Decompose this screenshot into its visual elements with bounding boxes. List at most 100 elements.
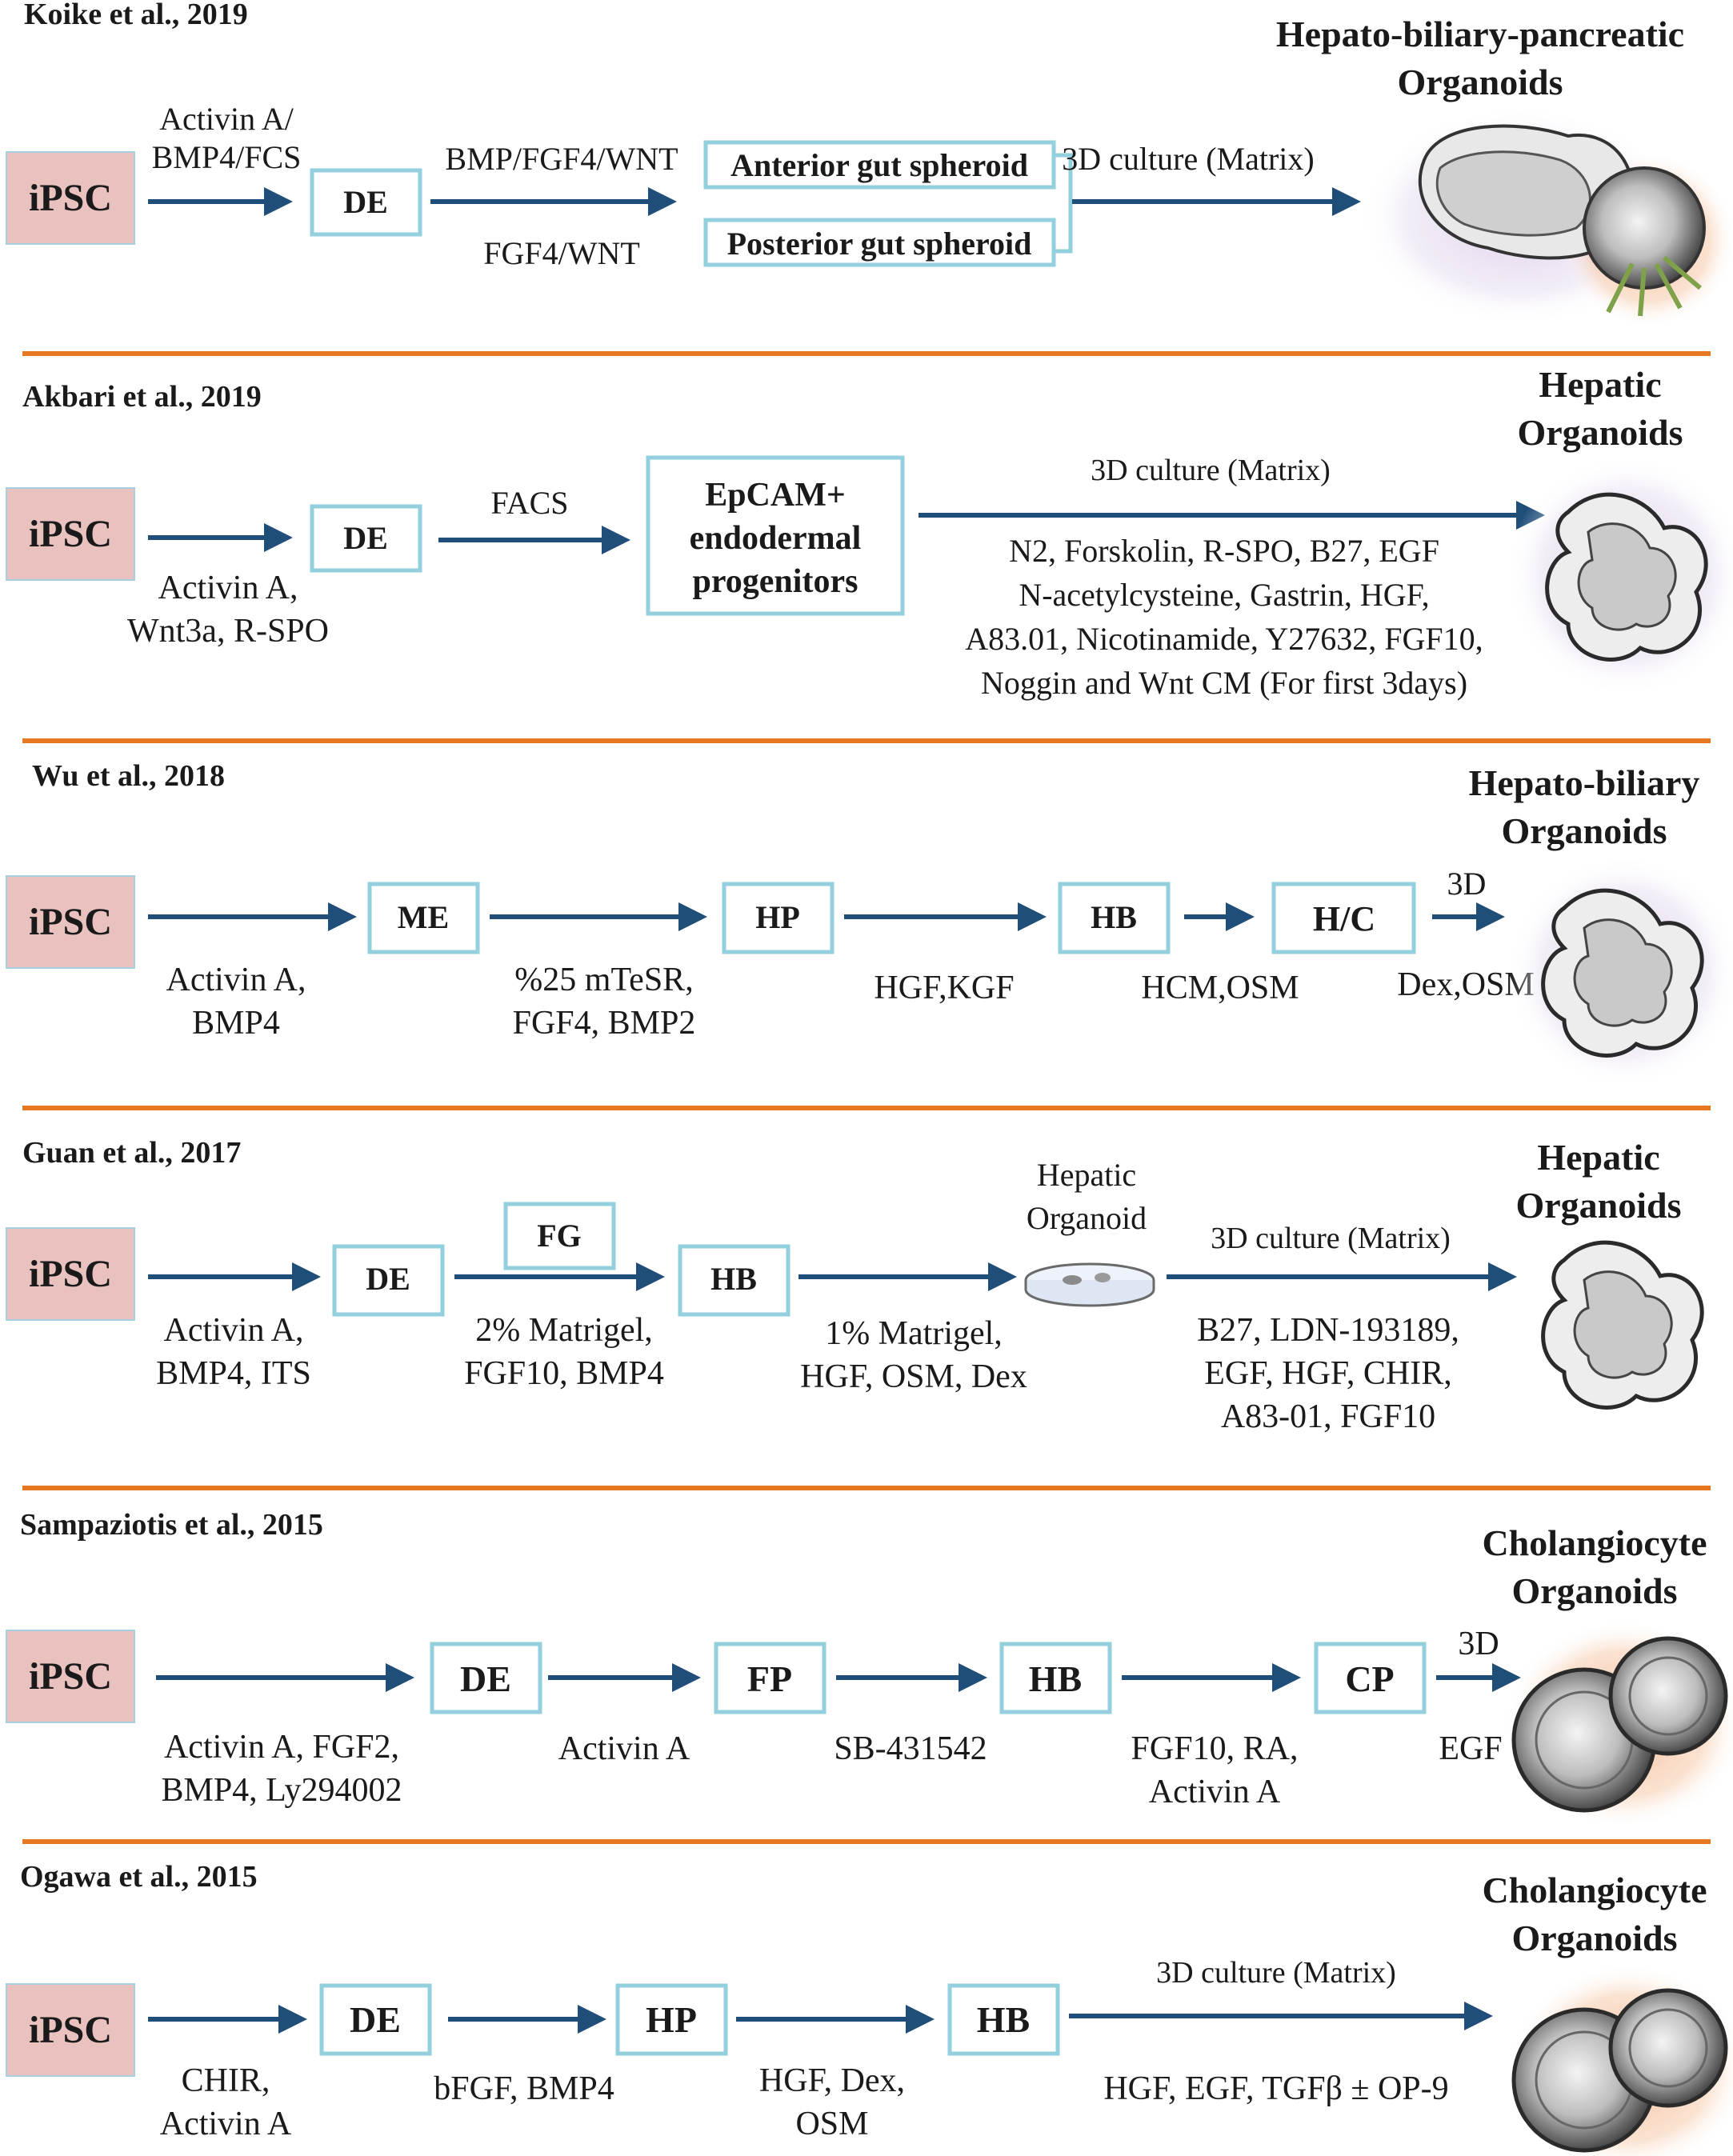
- row-wu: Wu et al., 2018 Hepato-biliary Organoids…: [6, 759, 1733, 1088]
- condition-label: A83-01, FGF10: [1221, 1398, 1435, 1435]
- condition-label: Activin A, FGF2,: [164, 1729, 399, 1766]
- stage-box: [999, 1642, 1112, 1714]
- stage-label: HB: [1029, 1658, 1082, 1699]
- condition-label: BMP4: [192, 1005, 280, 1042]
- result-title-line-2: Organoids: [1511, 1570, 1677, 1611]
- ipsc-label: iPSC: [29, 177, 112, 219]
- condition-label: Noggin and Wnt CM (For first 3days): [981, 665, 1467, 701]
- organoid-illustration: [1508, 1964, 1733, 2156]
- ipsc-label: iPSC: [29, 1253, 112, 1295]
- citation: Ogawa et al., 2015: [20, 1860, 258, 1894]
- condition-label: N-acetylcysteine, Gastrin, HGF,: [1019, 577, 1429, 613]
- condition-label: EGF, HGF, CHIR,: [1204, 1355, 1451, 1392]
- condition-label: Activin A: [558, 1730, 690, 1767]
- condition-label: FGF4/WNT: [483, 235, 640, 271]
- stage-box: [722, 882, 834, 954]
- stage-box: [1314, 1642, 1427, 1714]
- result-title-line-1: Hepato-biliary-pancreatic: [1276, 14, 1684, 54]
- condition-label: A83.01, Nicotinamide, Y27632, FGF10,: [965, 621, 1483, 657]
- condition-label: Hepatic: [1037, 1157, 1136, 1193]
- stage-box: [503, 1202, 616, 1270]
- result-title-line-2: Organoids: [1501, 810, 1667, 851]
- stage-box: [678, 1244, 790, 1317]
- result-title-line-2: Organoids: [1517, 412, 1683, 453]
- condition-label: %25 mTeSR,: [514, 962, 693, 998]
- citation: Sampaziotis et al., 2015: [20, 1508, 323, 1542]
- condition-label: SB-431542: [834, 1730, 987, 1767]
- stage-label: CP: [1345, 1658, 1394, 1699]
- stage-box: [646, 455, 905, 616]
- stage-box: [615, 1983, 728, 2056]
- result-title-line-2: Organoids: [1511, 1918, 1677, 1958]
- row-akbari: Akbari et al., 2019 Hepatic Organoids iP…: [6, 364, 1733, 701]
- stage-box: [947, 1983, 1060, 2056]
- stage-label: EpCAM+: [705, 477, 846, 514]
- condition-label: FGF10, BMP4: [464, 1355, 664, 1392]
- row-sampaziotis: Sampaziotis et al., 2015 Cholangiocyte O…: [6, 1508, 1733, 1828]
- stage-label: DE: [366, 1261, 410, 1297]
- condition-label: Activin A,: [166, 962, 306, 998]
- condition-label: 3D culture (Matrix): [1156, 1956, 1396, 1990]
- organoid-illustration: [1541, 1240, 1704, 1410]
- condition-label: N2, Forskolin, R-SPO, B27, EGF: [1009, 533, 1439, 569]
- stage-box: [1058, 882, 1171, 954]
- row-koike: Koike et al., 2019 Hepato-biliary-pancre…: [6, 0, 1733, 328]
- citation: Akbari et al., 2019: [22, 380, 262, 414]
- stage-label: HB: [710, 1261, 757, 1297]
- ipsc-label: iPSC: [29, 513, 112, 555]
- stage-box: [310, 504, 422, 573]
- result-title-line-2: Organoids: [1515, 1185, 1681, 1226]
- stage-label: DE: [343, 184, 388, 220]
- organoid-illustration: [1508, 856, 1733, 1088]
- result-title-line-1: Hepatic: [1537, 1137, 1659, 1178]
- citation: Koike et al., 2019: [24, 0, 248, 31]
- stage-box: [1271, 882, 1416, 954]
- stage-label: Posterior gut spheroid: [727, 226, 1032, 262]
- row-guan: Guan et al., 2017 Hepatic Organoids iPSC…: [6, 1136, 1704, 1435]
- stage-label: Anterior gut spheroid: [730, 147, 1028, 183]
- ipsc-box: [6, 151, 135, 245]
- result-title-line-1: Cholangiocyte: [1482, 1522, 1707, 1563]
- condition-label: B27, LDN-193189,: [1197, 1312, 1459, 1349]
- citation: Guan et al., 2017: [22, 1136, 241, 1170]
- stage-label: DE: [343, 520, 388, 556]
- condition-label: FACS: [490, 485, 568, 521]
- stage-label: DE: [350, 1999, 401, 2040]
- stage-box: [319, 1983, 432, 2056]
- condition-label: 3D culture (Matrix): [1062, 141, 1314, 177]
- condition-label: HGF, OSM, Dex: [800, 1358, 1027, 1395]
- stage-label: endodermal: [690, 520, 862, 557]
- condition-label: Activin A: [1149, 1774, 1281, 1810]
- condition-label: BMP/FGF4/WNT: [445, 141, 678, 177]
- stage-box: [714, 1642, 826, 1714]
- condition-label: 3D culture (Matrix): [1211, 1222, 1451, 1255]
- condition-label: BMP4, ITS: [156, 1355, 311, 1392]
- stage-label: H/C: [1313, 899, 1375, 938]
- result-title-line-2: Organoids: [1397, 62, 1563, 102]
- condition-label: FGF10, RA,: [1131, 1730, 1299, 1767]
- stage-label: HP: [646, 1999, 697, 2040]
- stage-label: HP: [755, 899, 800, 935]
- ipsc-label: iPSC: [29, 2009, 112, 2051]
- row-ogawa: Ogawa et al., 2015 Cholangiocyte Organoi…: [6, 1860, 1733, 2156]
- stage-box: [430, 1642, 542, 1714]
- condition-label: 3D: [1458, 1626, 1499, 1662]
- result-title-line-1: Cholangiocyte: [1482, 1870, 1707, 1910]
- condition-label: 3D culture (Matrix): [1091, 454, 1331, 487]
- condition-label: Wnt3a, R-SPO: [127, 613, 329, 650]
- condition-label: Activin A: [160, 2106, 292, 2142]
- condition-label: 2% Matrigel,: [475, 1312, 653, 1349]
- condition-label: Organoid: [1027, 1200, 1147, 1236]
- ipsc-box: [6, 875, 135, 969]
- ipsc-box: [6, 1983, 135, 2077]
- organoid-illustration: [1504, 1620, 1733, 1828]
- condition-label: Activin A,: [158, 570, 298, 606]
- stage-box: [332, 1244, 445, 1317]
- stage-label: HB: [977, 1999, 1030, 2040]
- condition-label: HGF, EGF, TGFβ ± OP-9: [1103, 2070, 1448, 2107]
- stage-label: HB: [1091, 899, 1137, 935]
- ipsc-label: iPSC: [29, 1655, 112, 1698]
- bracket: [1054, 153, 1073, 254]
- condition-label: OSM: [795, 2106, 868, 2142]
- condition-label: 1% Matrigel,: [825, 1315, 1003, 1352]
